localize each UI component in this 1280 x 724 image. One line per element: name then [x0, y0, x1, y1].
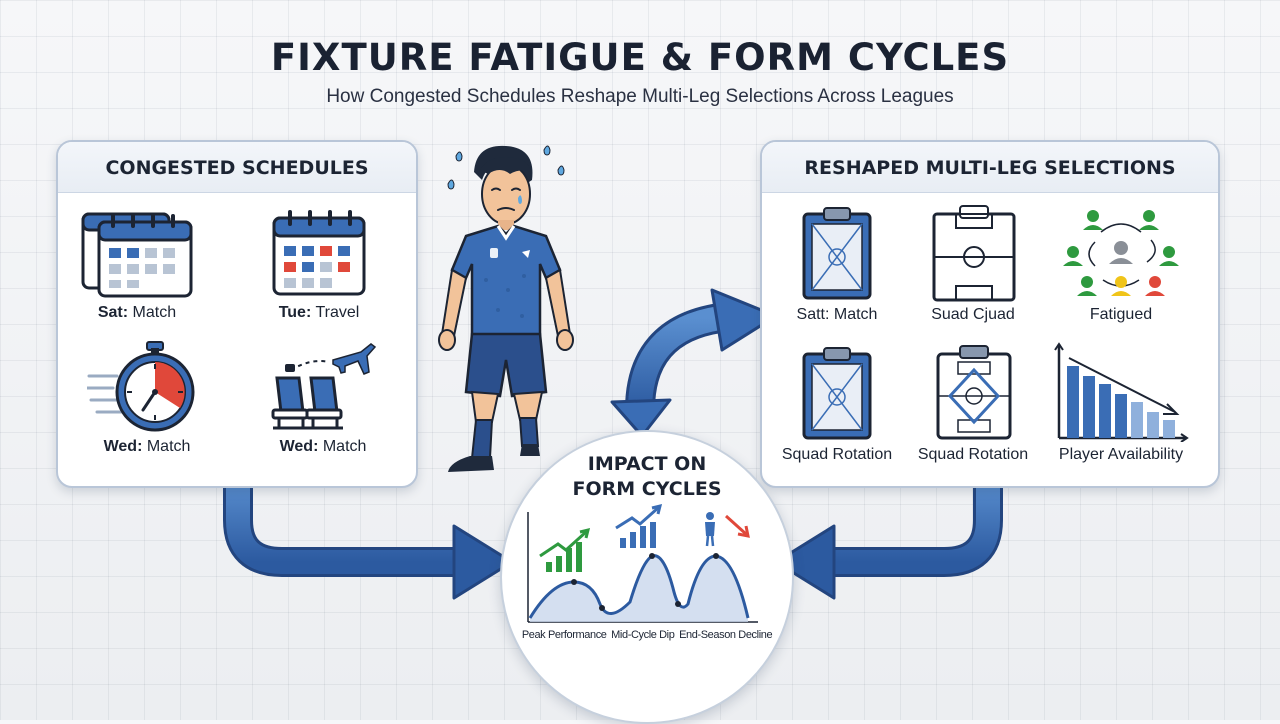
- right-flow-arrow: [774, 478, 1003, 600]
- bar-chart-icon: [1054, 342, 1189, 442]
- schedule-event-label: Match: [146, 438, 191, 455]
- selection-item-5: Squad Rotation: [898, 342, 1048, 464]
- schedule-event-label: Travel: [315, 304, 360, 321]
- selection-item-3: Fatigued: [1046, 202, 1196, 324]
- form-cycles-title: IMPACT ON FORM CYCLES: [572, 453, 722, 500]
- selection-label: Squad Rotation: [917, 446, 1029, 463]
- phase-label-dip: Mid-Cycle Dip: [611, 629, 675, 641]
- schedule-day-label: Tue:: [278, 304, 312, 321]
- rotation-people-icon: [1063, 210, 1179, 296]
- schedule-item-sat: Sat: Match: [62, 204, 212, 322]
- tactics-board-icon: [936, 345, 1012, 440]
- schedule-item-wed-2: Wed: Match: [248, 338, 398, 456]
- selection-item-2: Suad Cjuad: [898, 202, 1048, 324]
- stopwatch-icon: [87, 341, 195, 432]
- schedule-day-label: Sat:: [97, 304, 129, 321]
- calendar-icon: [272, 210, 366, 296]
- congested-schedules-panel: CONGESTED SCHEDULES Sat: Match Tue: Trav…: [56, 140, 418, 488]
- clipboard-icon: [802, 347, 872, 440]
- clipboard-icon: [802, 207, 872, 300]
- left-flow-arrow: [223, 478, 514, 600]
- schedule-item-wed-1: Wed: Match: [72, 338, 222, 456]
- pitch-icon: [932, 205, 1016, 302]
- declining-player-icon: [705, 512, 750, 547]
- airplane-seats-icon: [271, 343, 377, 430]
- page-title: FIXTURE FATIGUE & FORM CYCLES: [270, 36, 1010, 79]
- form-cycle-phase-labels: Peak Performance Mid-Cycle Dip End-Seaso…: [502, 629, 792, 641]
- tired-player-illustration: [438, 145, 574, 472]
- selection-label: Player Availability: [1058, 446, 1184, 463]
- schedule-day-label: Wed:: [103, 438, 143, 455]
- schedule-item-tue: Tue: Travel: [244, 204, 394, 322]
- phase-label-peak: Peak Performance: [521, 629, 607, 641]
- phase-label-decline: End-Season Decline: [679, 629, 773, 641]
- rising-trend-icon: [615, 503, 663, 548]
- selection-item-1: Satt: Match: [762, 202, 912, 324]
- schedule-day-label: Wed:: [279, 438, 319, 455]
- reshaped-selections-title: RESHAPED MULTI-LEG SELECTIONS: [762, 142, 1218, 193]
- congested-schedules-title: CONGESTED SCHEDULES: [58, 142, 416, 193]
- rising-trend-icon: [539, 527, 591, 572]
- page-subtitle: How Congested Schedules Reshape Multi-Le…: [326, 86, 954, 107]
- schedule-event-label: Match: [322, 438, 367, 455]
- selection-label: Suad Cjuad: [931, 306, 1015, 323]
- selection-label: Satt: Match: [796, 306, 878, 323]
- cycle-double-arrow: [610, 288, 778, 438]
- schedule-event-label: Match: [132, 304, 177, 321]
- reshaped-selections-panel: RESHAPED MULTI-LEG SELECTIONS Satt: Matc…: [760, 140, 1220, 488]
- selection-label: Fatigued: [1089, 306, 1153, 323]
- selection-item-4: Squad Rotation: [762, 342, 912, 464]
- sweat-drops-icon: [447, 145, 565, 190]
- calendar-icon: [81, 212, 193, 298]
- selection-label: Squad Rotation: [781, 446, 893, 463]
- form-cycle-wave-chart: [527, 503, 758, 623]
- form-cycles-circle: IMPACT ON FORM CYCLES Peak Perf: [500, 430, 794, 724]
- selection-item-6: Player Availability: [1046, 342, 1196, 464]
